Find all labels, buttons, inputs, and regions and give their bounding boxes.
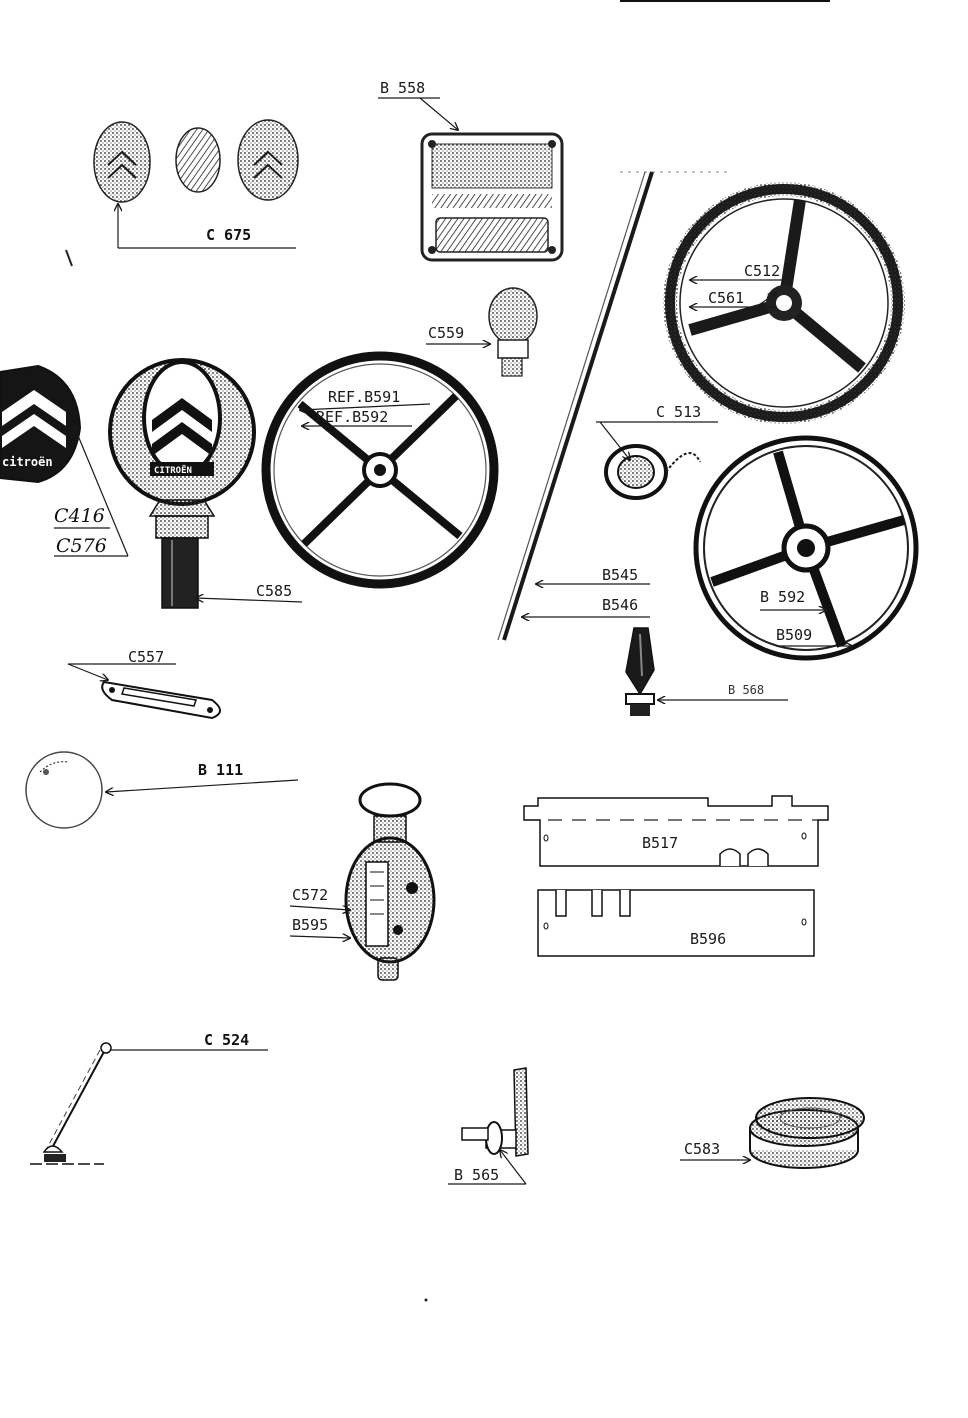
- radiator-mascot-c585: CITROËN: [108, 358, 256, 609]
- label-c524: C 524: [204, 1031, 249, 1049]
- label-ref-b591: REF.B591: [328, 388, 400, 406]
- label-ref-b592: REF.B592: [316, 408, 388, 426]
- label-b509: B509: [776, 626, 812, 644]
- steering-column-b545-b546: [497, 171, 730, 641]
- citroen-badge-c416: citroën: [0, 364, 82, 484]
- label-b592: B 592: [760, 588, 805, 606]
- identification-plate-b558: [420, 132, 564, 262]
- label-b111: B 111: [198, 761, 243, 779]
- label-c583: C583: [684, 1140, 720, 1158]
- label-b558: B 558: [380, 79, 425, 97]
- bracket-c557: [101, 680, 221, 720]
- disc-assembly-c583: [749, 1097, 865, 1169]
- steering-wheel-three-spoke-c512: [663, 182, 905, 424]
- label-b517: B517: [642, 834, 678, 852]
- label-b545: B545: [602, 566, 638, 584]
- lever-handle-b568: [625, 627, 655, 716]
- crank-lever-b565: [461, 1067, 529, 1157]
- knob-ball-b111: [25, 751, 103, 829]
- label-c572: C572: [292, 886, 328, 904]
- spring-c513: [604, 444, 701, 500]
- label-c576: C576: [56, 535, 107, 557]
- rubber-pads-c675: [93, 119, 299, 203]
- label-c559: C559: [428, 324, 464, 342]
- control-rod-c524: [30, 1042, 112, 1165]
- label-b546: B546: [602, 596, 638, 614]
- label-b565: B 565: [454, 1166, 499, 1184]
- label-b595: B595: [292, 916, 328, 934]
- label-b596: B596: [690, 930, 726, 948]
- label-c512: C512: [744, 262, 780, 280]
- label-c675: C 675: [206, 226, 251, 244]
- label-c585: C585: [256, 582, 292, 600]
- label-c513: C 513: [656, 403, 701, 421]
- knob-c559: [488, 287, 538, 377]
- steering-wheel-b592: [693, 435, 919, 661]
- switch-assembly-c572-b595: [344, 782, 436, 981]
- mascot-text: CITROËN: [154, 465, 192, 476]
- plate-b517: [523, 795, 829, 867]
- label-c561: C561: [708, 289, 744, 307]
- plate-b596: [537, 889, 815, 957]
- badge-left-text: citroën: [2, 455, 53, 469]
- label-c416: C416: [54, 505, 105, 527]
- label-b568: B 568: [728, 683, 764, 697]
- label-c557: C557: [128, 648, 164, 666]
